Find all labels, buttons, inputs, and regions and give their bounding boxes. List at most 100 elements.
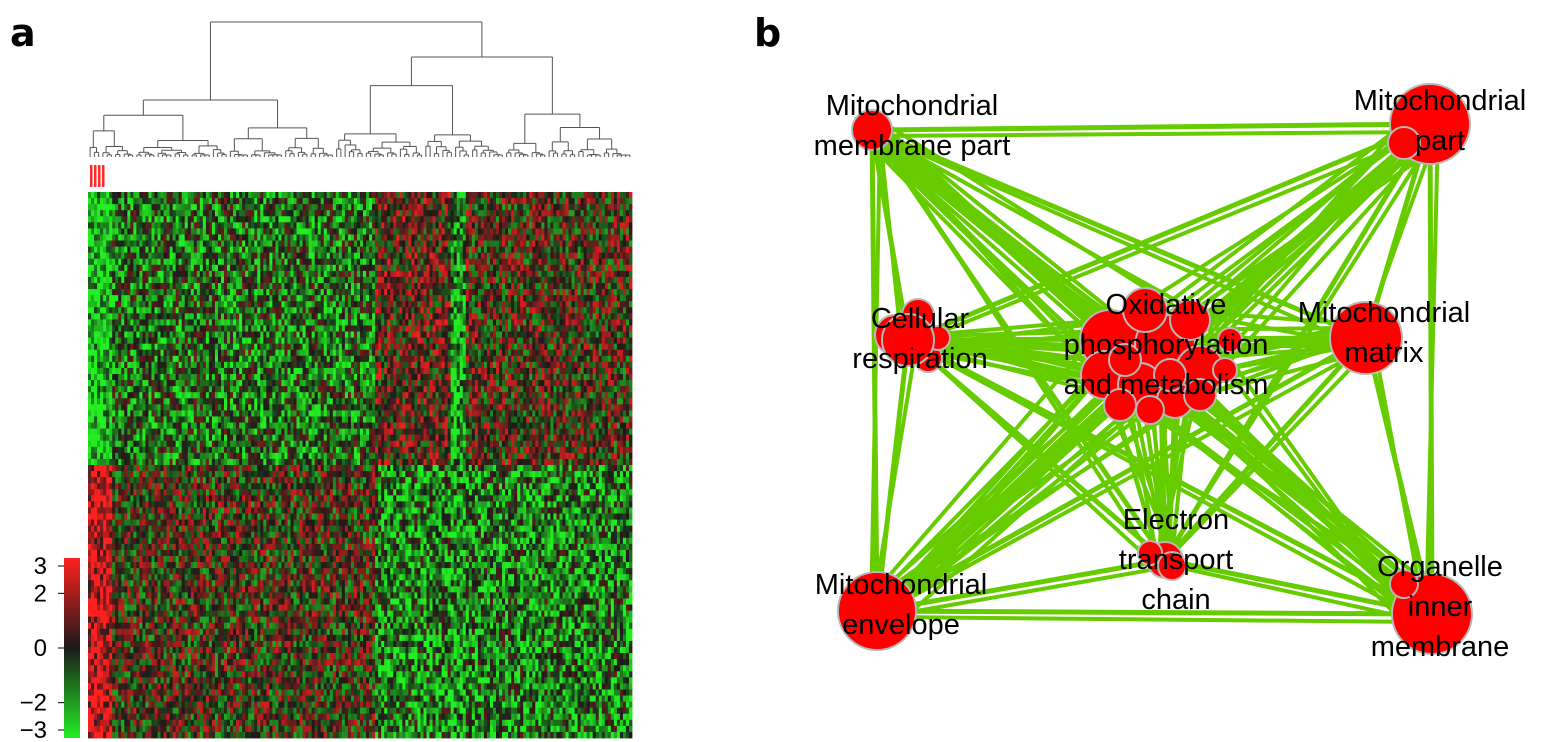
heatmap-cell (426, 301, 430, 308)
heatmap-cell (565, 295, 569, 302)
heatmap-cell (390, 198, 394, 205)
heatmap-cell (311, 240, 316, 247)
heatmap-cell (236, 246, 240, 254)
heatmap-cell (517, 289, 521, 296)
heatmap-cell (372, 331, 376, 338)
heatmap-cell (281, 307, 285, 314)
heatmap-cell (441, 216, 446, 223)
heatmap-cell (199, 283, 204, 290)
heatmap-cell (399, 289, 403, 296)
heatmap-cell (353, 222, 358, 229)
heatmap-cell (338, 331, 343, 338)
heatmap-cell (157, 222, 161, 229)
heatmap-cell (438, 313, 442, 320)
heatmap-cell (489, 264, 494, 272)
heatmap-cell (483, 198, 488, 205)
heatmap-cell (190, 192, 195, 199)
heatmap-cell (341, 210, 346, 217)
heatmap-cell (610, 204, 615, 211)
heatmap-cell (88, 289, 92, 296)
heatmap-cell (338, 192, 343, 199)
heatmap-cell (278, 313, 282, 320)
heatmap-cell (205, 289, 210, 296)
heatmap-cell (375, 234, 379, 241)
heatmap-cell (514, 246, 518, 254)
heatmap-cell (429, 216, 433, 223)
heatmap-cell (217, 264, 222, 272)
heatmap-cell (559, 192, 563, 199)
heatmap-cell (483, 337, 488, 345)
heatmap-cell (489, 289, 494, 296)
heatmap-cell (245, 216, 249, 223)
heatmap-cell (423, 240, 427, 247)
heatmap-cell (468, 210, 473, 217)
heatmap-cell (275, 276, 279, 284)
heatmap-cell (402, 258, 406, 266)
heatmap-cell (178, 295, 183, 302)
heatmap-cell (508, 198, 512, 205)
heatmap-cell (589, 313, 594, 320)
heatmap-cell (538, 325, 542, 332)
heatmap-cell (284, 337, 288, 345)
heatmap-cell (378, 313, 382, 320)
heatmap-cell (266, 276, 270, 284)
heatmap-cell (474, 301, 479, 308)
heatmap-cell (145, 204, 149, 211)
heatmap-cell (151, 222, 155, 229)
heatmap-cell (230, 295, 234, 302)
heatmap-cell (314, 337, 319, 345)
heatmap-cell (184, 198, 189, 205)
heatmap-cell (514, 264, 518, 272)
heatmap-cell (124, 210, 128, 217)
heatmap-cell (106, 331, 110, 338)
heatmap-cell (308, 295, 313, 302)
heatmap-cell (142, 313, 146, 320)
heatmap-cell (459, 216, 464, 223)
heatmap-cell (432, 234, 436, 241)
heatmap-cell (429, 313, 433, 320)
heatmap-cell (453, 252, 458, 260)
heatmap-cell (172, 289, 177, 296)
heatmap-cell (535, 295, 539, 302)
heatmap-cell (347, 301, 352, 308)
heatmap-cell (214, 228, 219, 235)
heatmap-cell (598, 228, 603, 235)
heatmap-cell (130, 234, 134, 241)
heatmap-cell (369, 276, 373, 284)
heatmap-cell (157, 228, 161, 235)
heatmap-cell (601, 234, 606, 241)
heatmap-cell (535, 228, 539, 235)
heatmap-cell (502, 301, 506, 308)
heatmap-cell (474, 313, 479, 320)
heatmap-cell (499, 204, 503, 211)
heatmap-cell (396, 319, 400, 326)
heatmap-cell (154, 337, 158, 345)
heatmap-cell (302, 301, 306, 308)
heatmap-cell (619, 270, 624, 278)
heatmap-cell (217, 234, 222, 241)
heatmap-cell (94, 246, 98, 254)
heatmap-cell (314, 289, 319, 296)
heatmap-cell (233, 204, 237, 211)
heatmap-cell (302, 198, 306, 205)
heatmap-cell (220, 228, 225, 235)
heatmap-cell (544, 240, 548, 247)
heatmap-cell (562, 276, 566, 284)
heatmap-cell (625, 210, 630, 217)
heatmap-cell (511, 276, 515, 284)
heatmap-cell (133, 331, 137, 338)
heatmap-cell (492, 331, 497, 338)
heatmap-cell (356, 222, 361, 229)
heatmap-cell (163, 264, 167, 272)
heatmap-cell (106, 252, 110, 260)
heatmap-cell (347, 295, 352, 302)
heatmap-cell (94, 210, 98, 217)
heatmap-cell (553, 210, 557, 217)
heatmap-cell (613, 228, 618, 235)
heatmap-cell (492, 295, 497, 302)
heatmap-cell (529, 276, 533, 284)
heatmap-cell (553, 319, 557, 326)
heatmap-cell (465, 234, 470, 241)
heatmap-cell (592, 222, 597, 229)
heatmap-cell (604, 283, 609, 290)
